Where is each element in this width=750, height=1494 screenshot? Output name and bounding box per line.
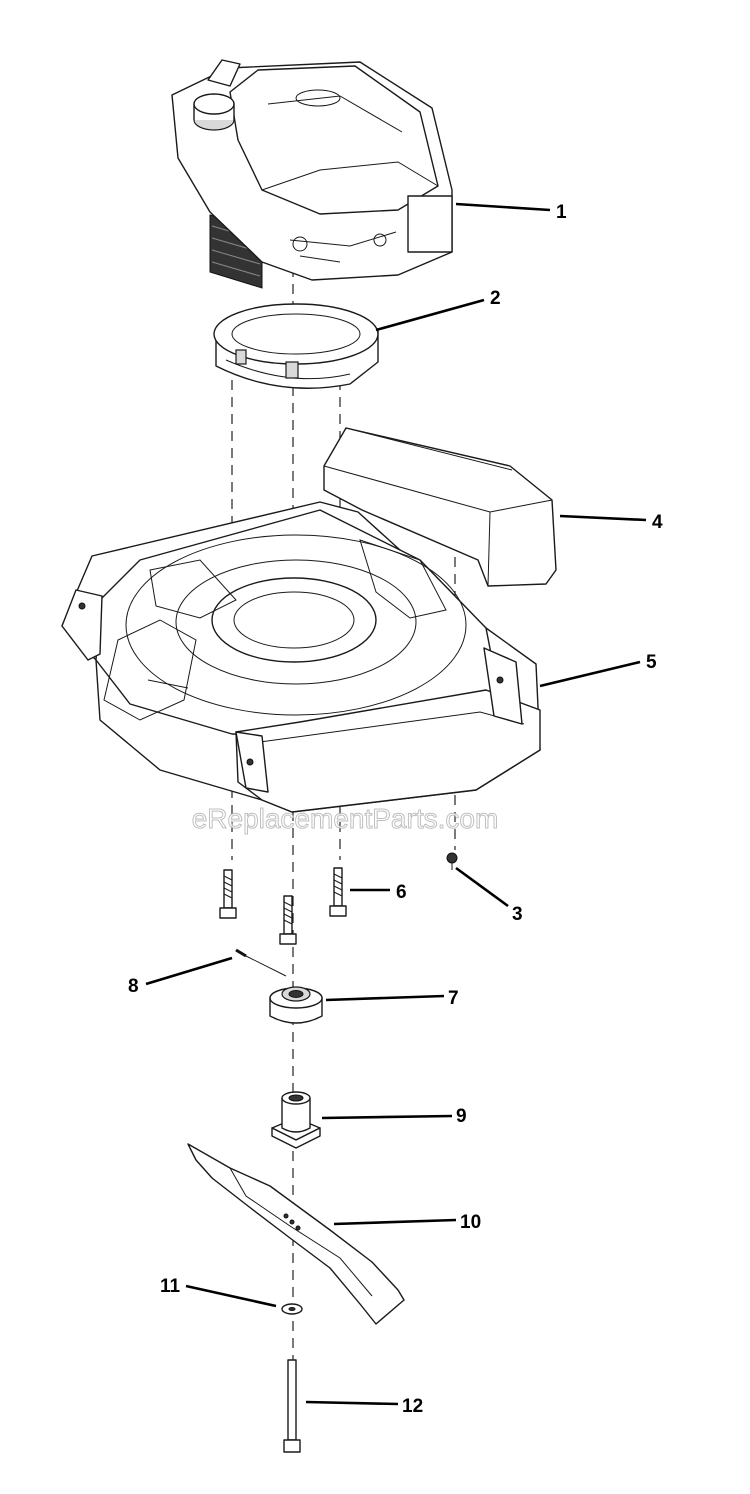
deck <box>61 501 541 813</box>
blade <box>187 1143 405 1325</box>
leader-lines <box>145 202 647 1406</box>
callout-8: 8 <box>128 976 139 997</box>
callout-4: 4 <box>652 512 663 533</box>
cover-screw <box>446 852 458 870</box>
callout-2: 2 <box>490 288 501 309</box>
washer <box>281 1303 303 1315</box>
callout-1: 1 <box>556 202 567 223</box>
key <box>235 948 287 977</box>
callout-9: 9 <box>456 1106 467 1127</box>
callout-3: 3 <box>512 904 523 925</box>
engine-bolts <box>219 867 347 945</box>
blade-bolt <box>283 1359 301 1453</box>
callout-numbers: 1 2 3 4 5 6 7 8 9 10 11 12 <box>128 202 663 1417</box>
spacer-ring <box>213 303 379 389</box>
watermark-text: eReplacementParts.com <box>192 803 499 834</box>
blade-adapter <box>271 1091 321 1149</box>
rear-cover <box>323 427 557 587</box>
engine <box>171 59 453 289</box>
callout-7: 7 <box>448 988 459 1009</box>
callout-5: 5 <box>646 652 657 673</box>
callout-12: 12 <box>402 1396 423 1417</box>
callout-6: 6 <box>396 882 407 903</box>
fan <box>269 986 323 1024</box>
callout-11: 11 <box>160 1276 181 1297</box>
callout-10: 10 <box>460 1212 481 1233</box>
